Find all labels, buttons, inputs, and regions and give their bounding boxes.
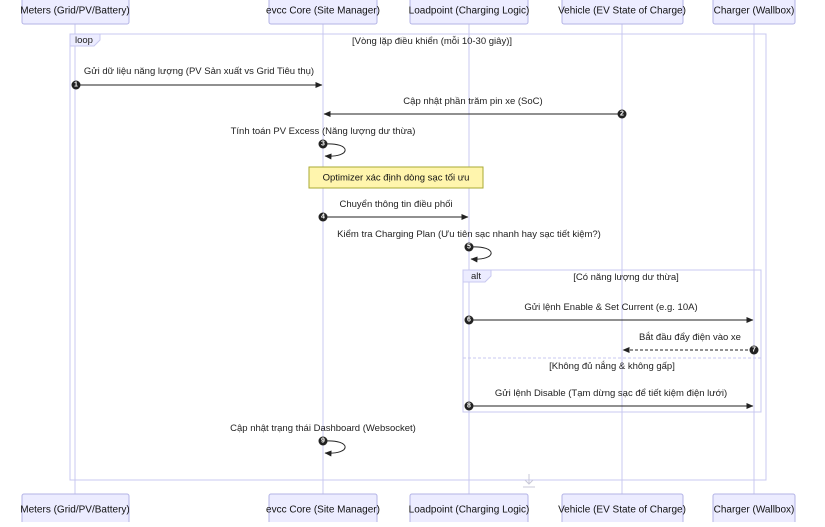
message-9-label: Cập nhật trạng thái Dashboard (Websocket… <box>230 423 416 434</box>
message-1: Gửi dữ liệu năng lượng (PV Sản xuất vs G… <box>71 66 323 90</box>
actor-bottom-vehicle-label: Vehicle (EV State of Charge) <box>558 505 686 516</box>
message-8-label: Gửi lệnh Disable (Tạm dừng sạc để tiết k… <box>495 388 727 399</box>
download-icon[interactable] <box>523 474 535 488</box>
loop-condition: [Vòng lặp điều khiển (mỗi 10-30 giây)] <box>352 36 512 47</box>
message-6: Gửi lệnh Enable & Set Current (e.g. 10A)… <box>464 302 754 325</box>
actor-bottom-meters: Meters (Grid/PV/Battery) <box>20 493 130 526</box>
actor-bottom-vehicle: Vehicle (EV State of Charge) <box>558 493 686 526</box>
actor-bottom-meters-label: Meters (Grid/PV/Battery) <box>20 505 129 516</box>
message-3: Tính toán PV Excess (Năng lượng dư thừa)… <box>231 126 416 160</box>
sequence-number-4-text: 4 <box>321 214 325 221</box>
sequence-number-5-text: 5 <box>467 244 471 251</box>
sequence-number-7 <box>749 345 759 355</box>
message-9: Cập nhật trạng thái Dashboard (Websocket… <box>230 423 416 457</box>
actor-top-core-label: evcc Core (Site Manager) <box>266 6 380 17</box>
sequence-number-2-text: 2 <box>620 111 624 118</box>
actor-bottom-loadpoint: Loadpoint (Charging Logic) <box>409 493 530 526</box>
alt-label: alt <box>471 271 481 282</box>
loop-frame: loop [Vòng lặp điều khiển (mỗi 10-30 giâ… <box>69 33 767 481</box>
actor-top-charger: Charger (Wallbox) <box>712 0 796 25</box>
message-5-label: Kiểm tra Charging Plan (Ưu tiên sạc nhan… <box>337 229 601 240</box>
sequence-number-6 <box>464 315 474 325</box>
message-1-label: Gửi dữ liệu năng lượng (PV Sản xuất vs G… <box>84 66 314 77</box>
actor-top-vehicle-label: Vehicle (EV State of Charge) <box>558 6 686 17</box>
sequence-number-1-text: 1 <box>74 82 78 89</box>
loop-label: loop <box>75 35 93 46</box>
sequence-number-9-text: 9 <box>321 438 325 445</box>
sequence-number-3-text: 3 <box>321 141 325 148</box>
sequence-number-4 <box>318 212 328 222</box>
actor-top-vehicle: Vehicle (EV State of Charge) <box>558 0 686 25</box>
message-7-label: Bắt đầu đẩy điện vào xe <box>639 332 741 343</box>
sequence-number-6-text: 6 <box>467 317 471 324</box>
alt-frame: alt [Có năng lượng dư thừa] [Không đủ nắ… <box>462 269 762 413</box>
actor-bottom-charger: Charger (Wallbox) <box>712 493 796 526</box>
actor-top-loadpoint: Loadpoint (Charging Logic) <box>409 0 530 25</box>
note-optimizer: Optimizer xác định dòng sạc tối ưu <box>308 166 484 189</box>
message-5: Kiểm tra Charging Plan (Ưu tiên sạc nhan… <box>337 229 601 263</box>
actor-top-charger-label: Charger (Wallbox) <box>714 6 795 17</box>
sequence-number-7-text: 7 <box>752 347 756 354</box>
actor-top-loadpoint-label: Loadpoint (Charging Logic) <box>409 6 530 17</box>
message-3-label: Tính toán PV Excess (Năng lượng dư thừa) <box>231 126 416 137</box>
sequence-number-5 <box>464 242 474 252</box>
message-4-label: Chuyển thông tin điều phối <box>339 199 452 210</box>
actor-top-meters-label: Meters (Grid/PV/Battery) <box>20 6 129 17</box>
actor-bottom-charger-label: Charger (Wallbox) <box>714 505 795 516</box>
message-8: Gửi lệnh Disable (Tạm dừng sạc để tiết k… <box>464 388 754 411</box>
message-4: Chuyển thông tin điều phối 4 <box>318 199 469 222</box>
message-3-arrow <box>323 143 346 160</box>
message-5-arrow <box>469 246 492 263</box>
actor-top-core: evcc Core (Site Manager) <box>266 0 380 25</box>
sequence-number-2 <box>617 109 627 119</box>
actor-bottom-core: evcc Core (Site Manager) <box>266 493 380 526</box>
sequence-number-3 <box>318 139 328 149</box>
message-9-arrow <box>323 440 346 457</box>
message-2-label: Cập nhật phần trăm pin xe (SoC) <box>403 96 542 107</box>
sequence-number-9 <box>318 436 328 446</box>
sequence-number-8 <box>464 401 474 411</box>
alt-else-condition: [Không đủ nắng & không gấp] <box>549 361 675 372</box>
message-6-label: Gửi lệnh Enable & Set Current (e.g. 10A) <box>524 302 697 313</box>
message-2: Cập nhật phần trăm pin xe (SoC) 2 <box>323 96 627 119</box>
sequence-number-8-text: 8 <box>467 403 471 410</box>
note-text: Optimizer xác định dòng sạc tối ưu <box>323 173 470 184</box>
alt-condition: [Có năng lượng dư thừa] <box>573 272 679 283</box>
actor-top-meters: Meters (Grid/PV/Battery) <box>20 0 130 25</box>
actor-bottom-core-label: evcc Core (Site Manager) <box>266 505 380 516</box>
actor-bottom-loadpoint-label: Loadpoint (Charging Logic) <box>409 505 530 516</box>
sequence-number-1 <box>71 80 81 90</box>
message-7: Bắt đầu đẩy điện vào xe 7 <box>622 332 759 355</box>
